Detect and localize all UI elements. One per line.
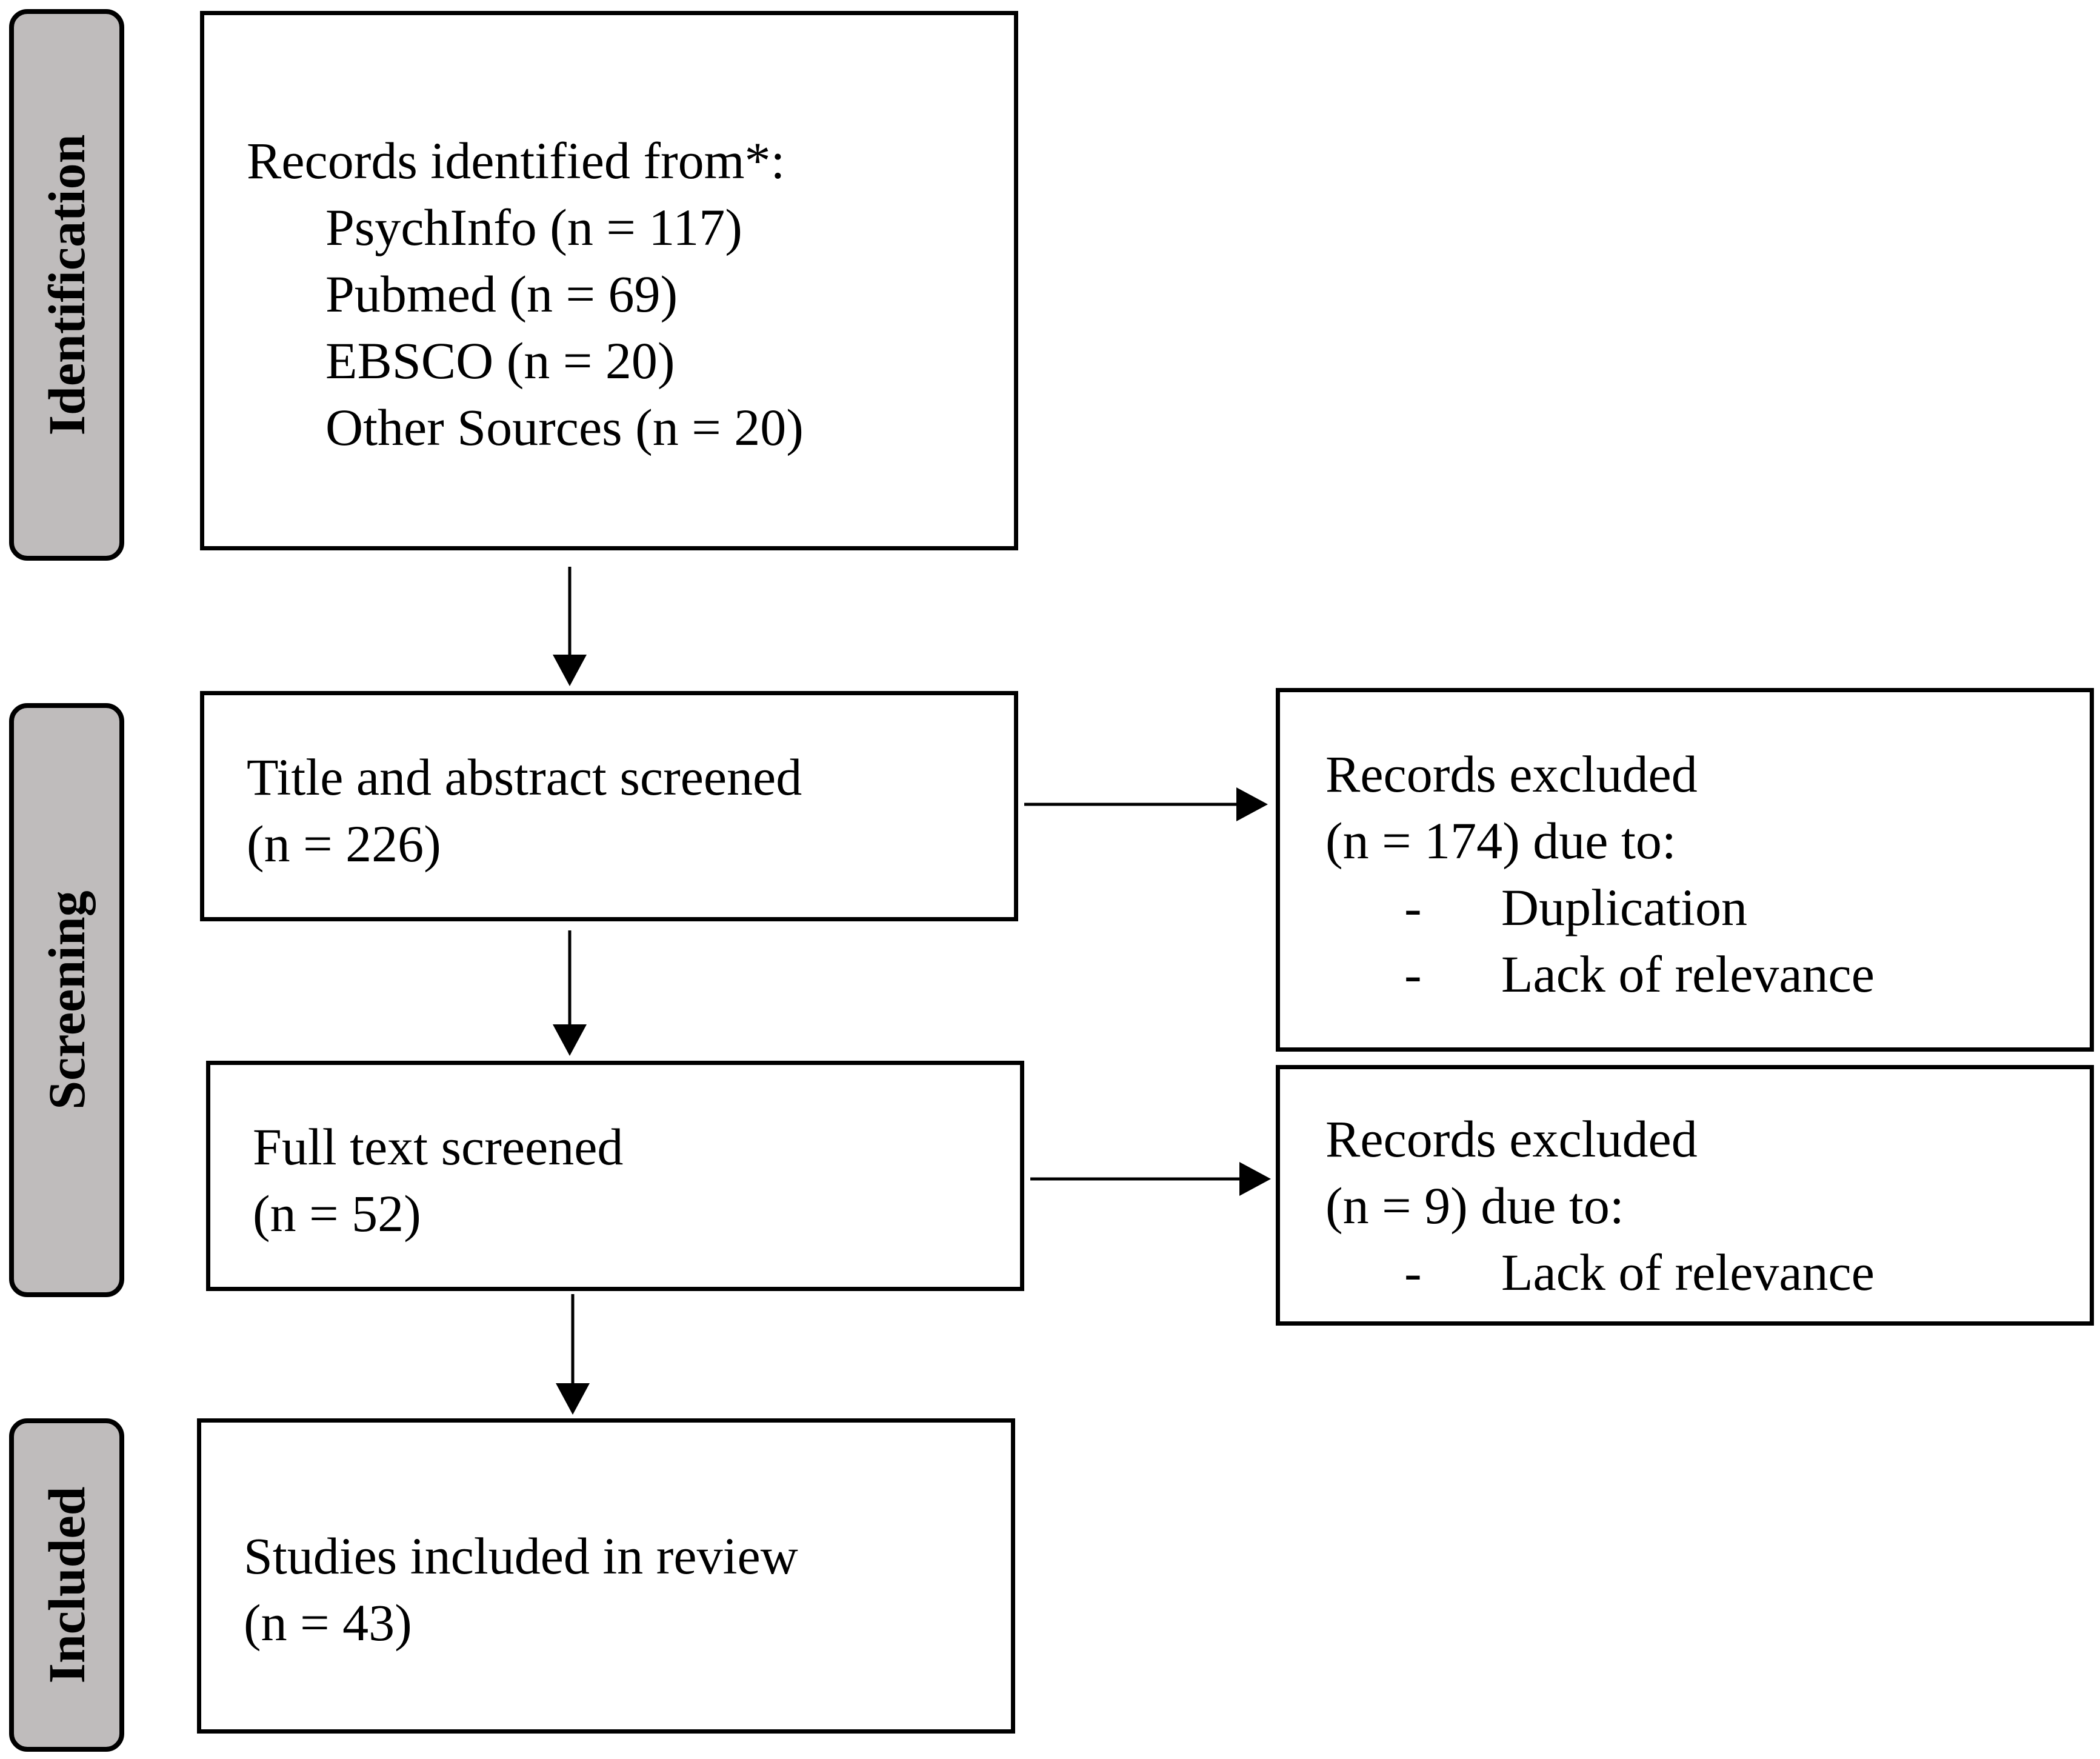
bullet-dash: - bbox=[1404, 878, 1422, 936]
excluded-2-reason-relevance: - Lack of relevance bbox=[1325, 1239, 1875, 1306]
arrow-head bbox=[1239, 1162, 1271, 1196]
full-text-label: Full text screened bbox=[253, 1118, 624, 1176]
bullet-dash: - bbox=[1404, 1243, 1422, 1301]
phase-identification: Identification bbox=[9, 9, 124, 561]
excluded-1-reason-duplication: - Duplication bbox=[1325, 874, 1875, 941]
phase-included: Included bbox=[9, 1418, 124, 1752]
reason-text: Lack of relevance bbox=[1501, 945, 1875, 1003]
excluded-box-2: Records excluded (n = 9) due to: - Lack o… bbox=[1276, 1065, 2094, 1326]
excluded-2-label: Records excluded bbox=[1325, 1110, 1698, 1168]
excluded-1-count: (n = 174) due to: bbox=[1325, 812, 1676, 870]
bullet-dash: - bbox=[1404, 945, 1422, 1003]
arrow-head bbox=[553, 655, 587, 686]
excluded-1-text: Records excluded (n = 174) due to: - Dupl… bbox=[1325, 741, 1875, 1007]
source-ebsco: EBSCO (n = 20) bbox=[325, 332, 675, 390]
reason-text: Duplication bbox=[1501, 878, 1748, 936]
excluded-1-label: Records excluded bbox=[1325, 745, 1698, 803]
excluded-box-1: Records excluded (n = 174) due to: - Dupl… bbox=[1276, 688, 2094, 1052]
included-count: (n = 43) bbox=[244, 1594, 412, 1652]
reason-text: Lack of relevance bbox=[1501, 1243, 1875, 1301]
identification-box: Records identified from*: PsychInfo (n =… bbox=[200, 11, 1018, 550]
full-text-count: (n = 52) bbox=[253, 1184, 421, 1243]
arrow-head bbox=[556, 1383, 590, 1415]
records-identified-heading: Records identified from*: bbox=[247, 132, 785, 190]
source-psychinfo: PsychInfo (n = 117) bbox=[325, 198, 742, 256]
excluded-2-count: (n = 9) due to: bbox=[1325, 1177, 1624, 1235]
identification-text: Records identified from*: PsychInfo (n =… bbox=[247, 127, 804, 461]
included-label: Studies included in review bbox=[244, 1527, 798, 1585]
excluded-2-text: Records excluded (n = 9) due to: - Lack o… bbox=[1325, 1106, 1875, 1306]
arrow-head bbox=[1236, 787, 1268, 821]
arrow-head bbox=[553, 1024, 587, 1056]
title-abstract-count: (n = 226) bbox=[247, 815, 441, 873]
source-other: Other Sources (n = 20) bbox=[325, 398, 804, 456]
full-text-box: Full text screened (n = 52) bbox=[206, 1061, 1024, 1291]
title-abstract-label: Title and abstract screened bbox=[247, 748, 802, 806]
included-box: Studies included in review (n = 43) bbox=[197, 1418, 1015, 1734]
included-text: Studies included in review (n = 43) bbox=[244, 1523, 798, 1656]
source-pubmed: Pubmed (n = 69) bbox=[325, 265, 678, 323]
phase-screening: Screening bbox=[9, 703, 124, 1297]
title-abstract-box: Title and abstract screened (n = 226) bbox=[200, 691, 1018, 921]
full-text-text: Full text screened (n = 52) bbox=[253, 1113, 623, 1247]
excluded-1-reason-relevance: - Lack of relevance bbox=[1325, 941, 1875, 1007]
title-abstract-text: Title and abstract screened (n = 226) bbox=[247, 744, 802, 877]
